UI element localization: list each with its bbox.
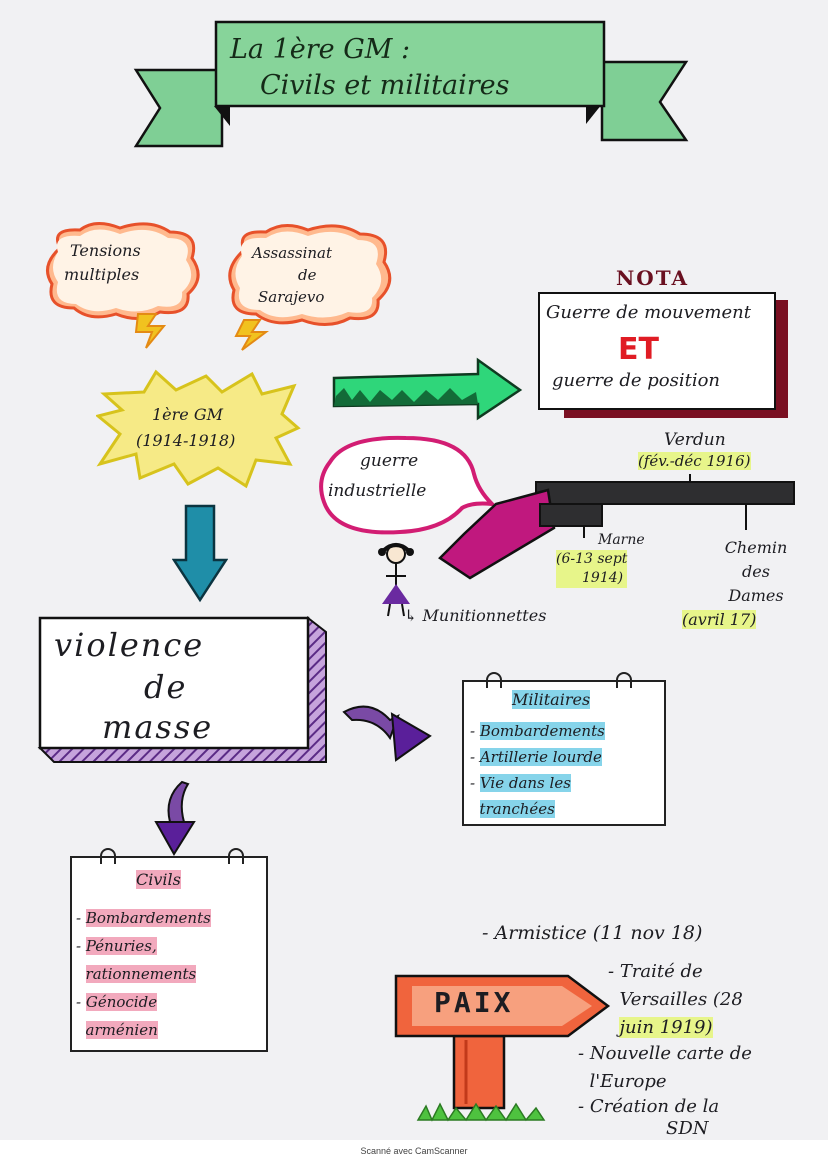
militaires-card: Militaires - Bombardements - Artillerie …	[462, 672, 666, 826]
violence-text-line: masse	[102, 708, 214, 746]
battle-marne-name: Marne	[598, 532, 645, 548]
nota-et: ET	[618, 332, 659, 367]
paper-sheet: La 1ère GM : Civils et militaires Tensio…	[0, 0, 828, 1140]
scanner-footer: Scanné avec CamScanner	[360, 1146, 468, 1156]
lightning-icon	[234, 319, 269, 351]
arrow-down-icon	[172, 504, 228, 603]
civils-item: arménien	[85, 1021, 158, 1039]
militaires-item: Vie dans les	[479, 774, 571, 792]
battle-chemin-name-line: Chemin	[724, 538, 788, 557]
cause-text-line: Sarajevo	[258, 288, 324, 306]
militaires-item: tranchées	[479, 800, 555, 818]
battle-chemin-name-line: Dames	[728, 586, 784, 605]
militaires-item: Artillerie lourde	[479, 748, 602, 766]
arrow-right-icon	[342, 705, 432, 762]
cause-text-line: de	[298, 266, 317, 284]
title-line-1: La 1ère GM :	[229, 34, 410, 65]
peace-item: - Traité de Versailles (28 juin 1919)	[608, 961, 743, 1038]
battle-chemin-name-line: des	[742, 562, 770, 581]
militaires-title: Militaires	[512, 690, 591, 709]
peace-item-text: Armistice (11 nov 18)	[494, 922, 703, 944]
stick-figure-icon	[378, 543, 414, 617]
peace-item-text: Création de la	[589, 1096, 720, 1117]
battle-marne-date-line: (6-13 sept	[556, 551, 628, 567]
peace-item-text: l'Europe	[589, 1071, 667, 1092]
violence-text-line: violence	[54, 626, 205, 664]
civils-item: rationnements	[85, 965, 197, 983]
peace-item-text: SDN	[666, 1118, 709, 1139]
war-starburst: 1ère GM (1914-1918)	[96, 369, 301, 489]
arrow-right-icon	[332, 357, 523, 421]
munitionnettes-label: ↳ Munitionnettes	[404, 606, 547, 625]
militaires-list: - Bombardements - Artillerie lourde - Vi…	[470, 722, 605, 818]
title-line-2: Civils et militaires	[260, 70, 510, 101]
nota-line-1: Guerre de mouvement	[546, 302, 751, 323]
cause-text-line: Assassinat	[250, 244, 333, 262]
cause-text-line: multiples	[64, 265, 139, 284]
paix-sign-label: PAIX	[434, 986, 514, 1019]
ring-icon	[228, 848, 244, 864]
cause-cloud-tensions: Tensions multiples	[46, 222, 200, 349]
arrow-down-icon	[154, 780, 196, 856]
battle-verdun-name: Verdun	[664, 430, 726, 450]
civils-card: Civils - Bombardements - Pénuries, ratio…	[70, 848, 268, 1052]
rifle-icon	[438, 474, 795, 580]
peace-item: - Nouvelle carte de l'Europe	[578, 1043, 752, 1092]
title-banner: La 1ère GM : Civils et militaires	[133, 20, 689, 148]
peace-item-text: Nouvelle carte de	[589, 1043, 752, 1064]
civils-item: Pénuries,	[85, 937, 157, 955]
peace-item-text: juin 1919)	[619, 1017, 713, 1038]
nota-label: NOTA	[616, 266, 690, 290]
militaires-item: Bombardements	[479, 722, 605, 740]
battle-chemin-date: (avril 17)	[682, 610, 757, 629]
cause-text-line: Tensions	[70, 241, 141, 260]
peace-item-text: Traité de	[619, 961, 703, 982]
bubble-text-line: guerre	[360, 451, 418, 471]
ring-icon	[486, 672, 502, 688]
battle-verdun-date: (fév.-déc 1916)	[638, 452, 751, 470]
grass-icon	[416, 1102, 546, 1122]
lightning-icon	[134, 313, 167, 349]
peace-item: - Armistice (11 nov 18)	[482, 922, 703, 944]
battle-marne-date: (6-13 sept 1914)	[556, 550, 628, 588]
civils-item: Bombardements	[85, 909, 211, 927]
nota-box: NOTA Guerre de mouvement ET guerre de po…	[538, 266, 790, 422]
war-text-line: 1ère GM	[152, 405, 224, 424]
bubble-text-line: industrielle	[328, 481, 426, 501]
violence-box: violence de masse	[36, 614, 330, 766]
battle-marne-date-line: 1914)	[582, 570, 624, 586]
ring-icon	[100, 848, 116, 864]
paix-signpost	[394, 974, 611, 1122]
speech-bubble: guerre industrielle	[319, 435, 496, 535]
cause-cloud-sarajevo: Assassinat de Sarajevo	[228, 224, 392, 351]
munitionnettes-text: Munitionnettes	[422, 606, 547, 625]
war-text-line: (1914-1918)	[136, 431, 235, 450]
civils-list: - Bombardements - Pénuries, rationnement…	[76, 909, 211, 1039]
civils-item: Génocide	[85, 993, 158, 1011]
civils-title: Civils	[136, 870, 181, 889]
violence-text-line: de	[144, 668, 188, 706]
peace-item-text: Versailles (28	[619, 989, 743, 1010]
peace-item: - Création de la SDN	[578, 1096, 720, 1139]
violence-box-shadow	[37, 615, 327, 763]
ring-icon	[616, 672, 632, 688]
nota-line-2: guerre de position	[552, 370, 721, 391]
battle-chemin-name: Chemin des Dames	[710, 536, 802, 608]
